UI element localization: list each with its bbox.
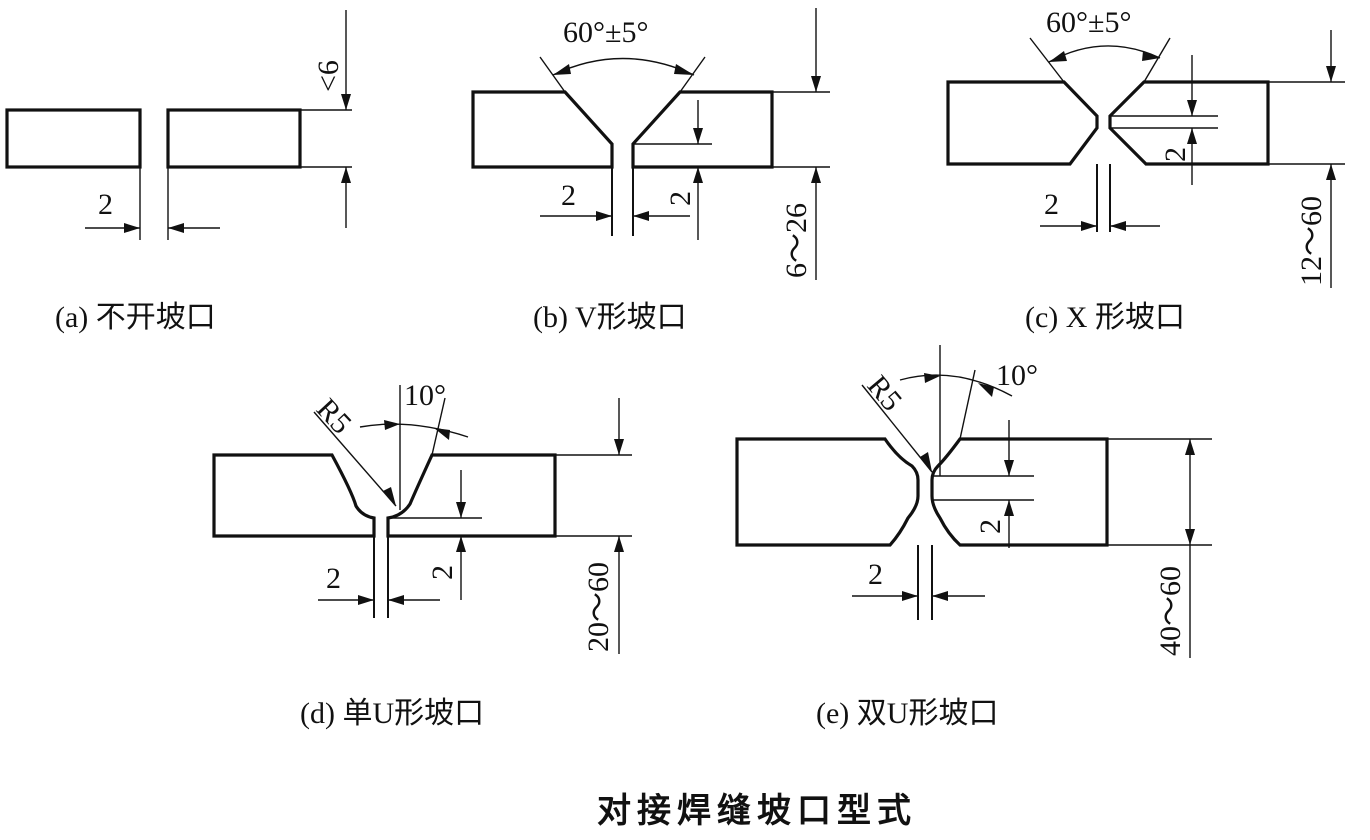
caption-b: (b) V形坡口	[533, 301, 687, 334]
panel-e: R5 10° 2 2 40～60 (e) 双U形坡口	[735, 345, 1212, 730]
caption-a: (a) 不开坡口	[55, 301, 216, 334]
plate-e-left	[735, 437, 920, 547]
radius-label-d: R5	[310, 392, 358, 440]
panel-a: 2 <6 (a) 不开坡口	[5, 10, 352, 334]
gap-label-e: 2	[868, 558, 883, 591]
thickness-label-d: 20～60	[582, 562, 615, 652]
plate-d-left	[212, 453, 376, 538]
root-label-b: 2	[664, 191, 697, 206]
thickness-label-c: 12～60	[1295, 196, 1328, 286]
caption-c: (c) X 形坡口	[1025, 301, 1185, 334]
plate-e-right	[930, 437, 1109, 547]
caption-e: (e) 双U形坡口	[816, 697, 998, 730]
panel-b: 60°±5° 2 2 6～26 (b) V形坡口	[471, 8, 830, 334]
panel-d: R5 10° 2 2 20～60 (d) 单U形坡口	[212, 379, 632, 730]
panel-c: 60°±5° 2 2 12～60 (c) X 形坡口	[946, 6, 1345, 334]
root-label-e: 2	[974, 519, 1007, 534]
root-label-d: 2	[426, 565, 459, 580]
gap-label-c: 2	[1044, 188, 1059, 221]
thickness-label-a: <6	[312, 60, 345, 92]
angle-label-c: 60°±5°	[1046, 6, 1131, 39]
gap-label-b: 2	[561, 179, 576, 212]
plate-b-left	[471, 90, 614, 169]
diagram-title: 对接焊缝坡口型式	[597, 792, 917, 830]
gap-label-a: 2	[98, 188, 113, 221]
plate-a-right	[166, 108, 302, 169]
plate-d-right	[386, 453, 557, 538]
thickness-label-e: 40～60	[1154, 566, 1187, 656]
plate-a-left	[5, 108, 142, 169]
caption-d: (d) 单U形坡口	[300, 697, 484, 730]
angle-label-b: 60°±5°	[563, 16, 648, 49]
root-label-c: 2	[1159, 147, 1192, 162]
gap-label-d: 2	[326, 562, 341, 595]
plate-c-left	[946, 80, 1099, 166]
angle-label-e: 10°	[996, 359, 1038, 392]
thickness-label-b: 6～26	[780, 203, 813, 278]
radius-label-e: R5	[861, 369, 909, 417]
angle-label-d: 10°	[404, 379, 446, 412]
